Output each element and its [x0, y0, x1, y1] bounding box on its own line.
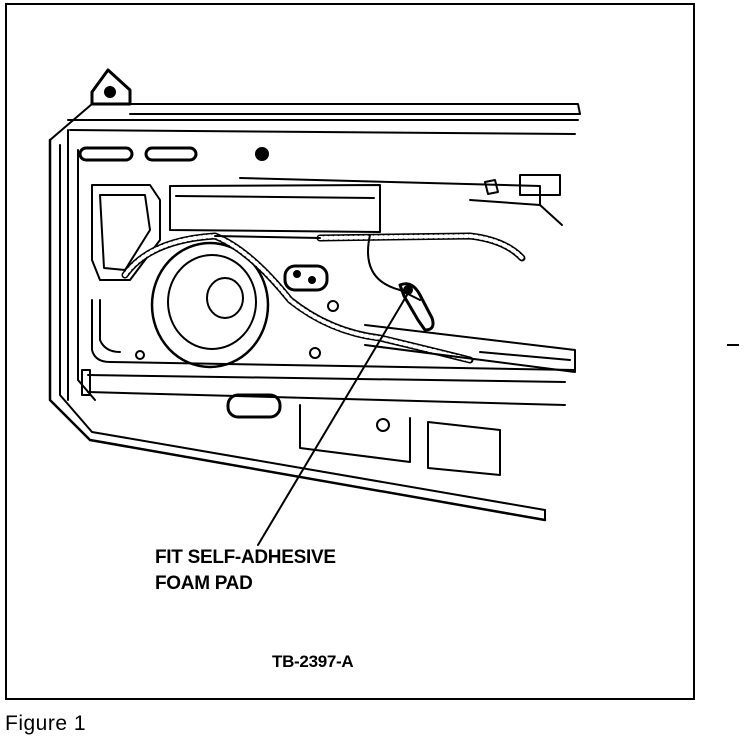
callout-line-1: FIT SELF-ADHESIVE: [155, 547, 336, 568]
figure-frame: [5, 3, 695, 700]
callout-line-2: FOAM PAD: [155, 573, 253, 594]
inner-panel: [91, 177, 576, 371]
handle-recess: [283, 264, 339, 359]
armrest: [364, 174, 576, 373]
connector: [398, 282, 435, 332]
lower-pockets: [81, 350, 501, 476]
callout-leader: [257, 289, 411, 546]
upper-slots: [78, 146, 269, 162]
mirror-mount: [90, 68, 132, 106]
speaker: [150, 241, 270, 369]
door-outline: [48, 103, 581, 522]
figure-caption: Figure 1: [5, 712, 87, 735]
margin-dash: [727, 344, 739, 346]
callout-label: FIT SELF-ADHESIVE FOAM PAD: [155, 545, 336, 597]
reference-code: TB-2397-A: [272, 652, 354, 671]
wire-harness: [121, 232, 526, 364]
